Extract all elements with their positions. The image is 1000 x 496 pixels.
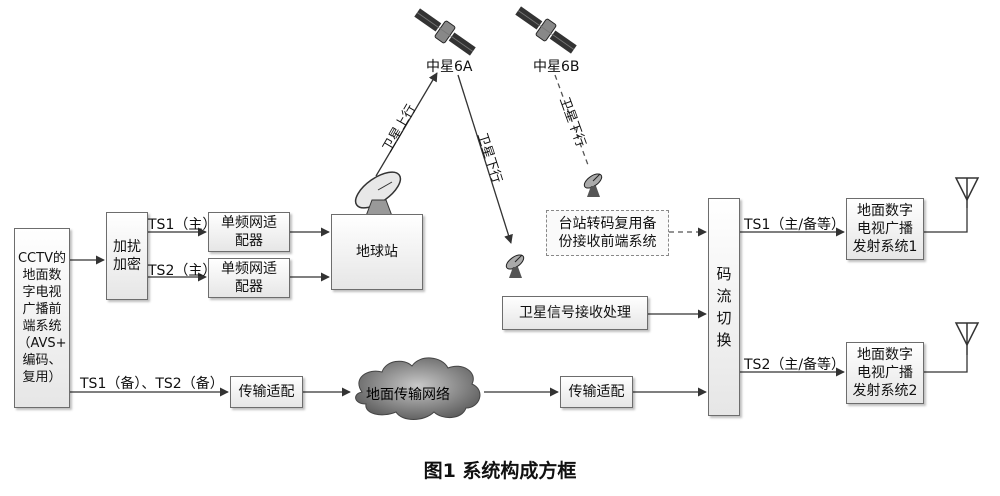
satellite-6b-label: 中星6B — [533, 59, 580, 75]
backup-dish-icon — [583, 173, 603, 197]
cctv-frontend-box: CCTV的 地面数 字电视 广播前 端系统 （AVS+ 编码、 复用） — [14, 228, 70, 408]
ts1-main-backup-label: TS1（主/备等） — [744, 217, 846, 233]
transmit-system-2-box: 地面数字 电视广播 发射系统2 — [846, 342, 924, 404]
network-cloud — [355, 357, 481, 420]
satellite-6a-label: 中星6A — [426, 59, 473, 75]
satellite-6a-icon — [414, 8, 476, 56]
line-tx2-antenna — [924, 355, 968, 373]
figure-caption: 图1 系统构成方框 — [423, 460, 577, 482]
arrow-downlink-6b — [554, 74, 589, 166]
ts1-main-label: TS1（主） — [148, 217, 217, 233]
ts2-main-label: TS2（主） — [148, 263, 217, 279]
receive-dish-icon — [505, 254, 525, 278]
stream-switch-box: 码 流 切 换 — [708, 198, 740, 416]
transmit-system-1-box: 地面数字 电视广播 发射系统1 — [846, 198, 924, 260]
ts2-main-backup-label: TS2（主/备等） — [744, 357, 846, 373]
earth-station-box: 地球站 — [331, 214, 423, 290]
ts-backup-label: TS1（备）、TS2（备） — [80, 376, 224, 392]
network-label: 地面传输网络 — [366, 387, 450, 403]
sfn-adapter-2-box: 单频网适 配器 — [208, 258, 290, 298]
arrow-downlink-6a — [457, 74, 513, 244]
uplink-dish-icon — [354, 171, 402, 217]
sat-receive-box: 卫星信号接收处理 — [502, 296, 648, 330]
antenna-2-icon — [954, 322, 980, 355]
scramble-box: 加扰 加密 — [106, 212, 148, 300]
antenna-1-icon — [954, 177, 980, 208]
satellite-6b-icon — [515, 6, 577, 54]
backup-frontend-box: 台站转码复用备 份接收前端系统 — [546, 210, 669, 256]
transmit-adapter-right-box: 传输适配 — [560, 376, 633, 408]
line-tx1-antenna — [924, 208, 968, 233]
transmit-adapter-left-box: 传输适配 — [230, 376, 303, 408]
arrow-uplink — [375, 72, 438, 177]
sfn-adapter-1-box: 单频网适 配器 — [208, 212, 290, 252]
